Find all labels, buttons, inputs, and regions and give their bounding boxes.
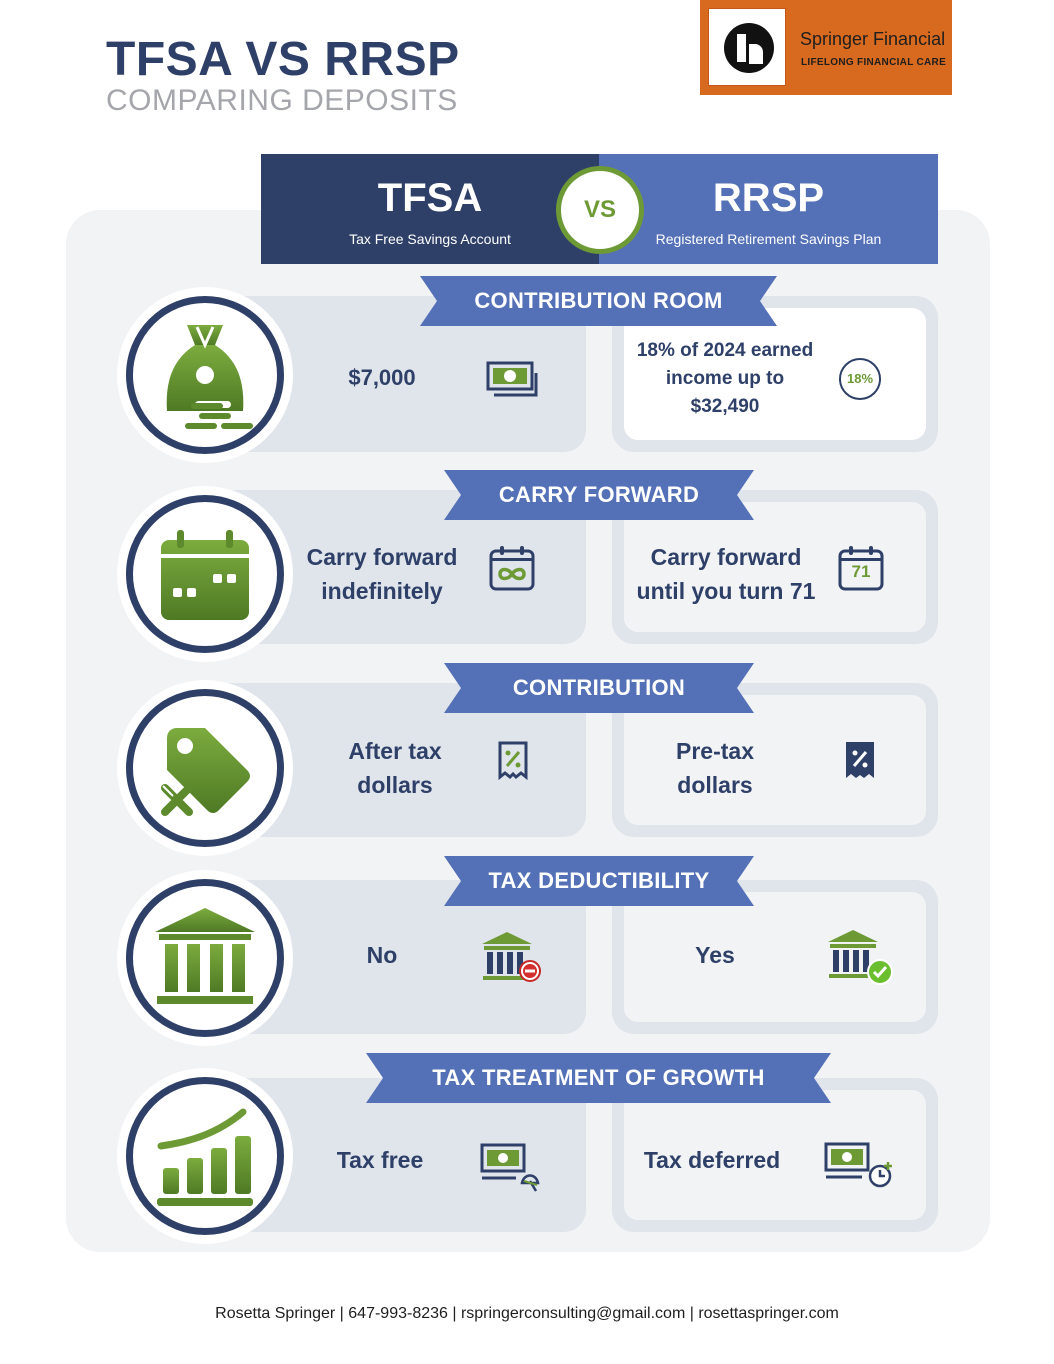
- rrsp-contribution-value: Pre-tax dollars: [676, 738, 754, 798]
- cash-clock-icon: [824, 1142, 892, 1188]
- row-icon-circle: [117, 486, 293, 662]
- banner-label: CONTRIBUTION: [512, 675, 686, 700]
- banner-label: TAX TREATMENT OF GROWTH: [432, 1065, 765, 1090]
- calendar-71-label: 71: [851, 562, 871, 581]
- tfsa-title: TFSA: [377, 176, 483, 220]
- calendar-icon: [161, 530, 249, 620]
- cash-umbrella-icon: [480, 1143, 540, 1192]
- row-icon-circle: [117, 287, 293, 463]
- banner-contribution: CONTRIBUTION: [444, 663, 754, 713]
- tfsa-tax-deductibility-value: No: [366, 942, 398, 968]
- tfsa-carry-forward-value: Carry forward indefinitely: [306, 544, 458, 604]
- infinity-calendar-icon: [489, 546, 535, 591]
- bank-check-icon: [828, 930, 893, 985]
- row-icon-circle: [117, 870, 293, 1046]
- banner-label: CONTRIBUTION ROOM: [474, 288, 723, 313]
- tax-tag-icon: [161, 728, 250, 816]
- calendar-71-icon: 71: [838, 544, 884, 592]
- rrsp-card-contribution: [612, 683, 938, 837]
- tfsa-header: TFSA Tax Free Savings Account: [261, 154, 599, 264]
- tfsa-contribution-value: After tax dollars: [348, 738, 442, 798]
- banner-tax-deductibility: TAX DEDUCTIBILITY: [444, 856, 754, 906]
- rrsp-contribution-room-value: 18% of 2024 earned income up to $32,490: [636, 340, 814, 417]
- rrsp-card-tax-growth: [612, 1078, 938, 1232]
- row-icon-circle: [117, 680, 293, 856]
- tfsa-contribution-room-value: $7,000: [348, 365, 416, 390]
- row-icon-circle: [117, 1068, 293, 1244]
- banner-tax-treatment-of-growth: TAX TREATMENT OF GROWTH: [366, 1053, 831, 1103]
- rrsp-carry-forward-value: Carry forward until you turn 71: [636, 544, 816, 604]
- bank-minus-icon: [482, 932, 541, 982]
- tfsa-subtitle: Tax Free Savings Account: [349, 231, 511, 247]
- contact-footer: Rosetta Springer | 647-993-8236 | rsprin…: [215, 1305, 839, 1322]
- percent-badge-icon: 18%: [839, 358, 881, 400]
- logo-name: Springer Financial: [800, 29, 946, 49]
- page-subtitle: COMPARING DEPOSITS: [106, 84, 458, 117]
- banner-carry-forward: CARRY FORWARD: [444, 470, 754, 520]
- springer-logo: Springer Financial LIFELONG FINANCIAL CA…: [700, 0, 952, 95]
- banner-label: TAX DEDUCTIBILITY: [488, 868, 710, 893]
- bank-icon: [155, 908, 255, 1004]
- logo-badge: [708, 8, 786, 86]
- money-bag-icon: [166, 325, 253, 429]
- rrsp-subtitle: Registered Retirement Savings Plan: [655, 231, 882, 247]
- cash-stack-icon: [486, 361, 538, 397]
- rrsp-header: RRSP Registered Retirement Savings Plan: [599, 154, 938, 264]
- banner-label: CARRY FORWARD: [498, 482, 700, 507]
- banner-contribution-room: CONTRIBUTION ROOM: [420, 276, 777, 326]
- logo-tagline: LIFELONG FINANCIAL CARE: [801, 57, 947, 68]
- tfsa-tax-growth-value: Tax free: [336, 1147, 424, 1173]
- vs-badge: VS: [556, 166, 644, 254]
- logo-mark-icon: [724, 23, 774, 73]
- growth-chart-icon: [157, 1108, 253, 1206]
- rrsp-tax-deductibility-value: Yes: [695, 942, 735, 968]
- receipt-percent-outline-icon: [498, 741, 528, 780]
- receipt-percent-filled-icon: [846, 742, 874, 778]
- rrsp-tax-growth-value: Tax deferred: [643, 1147, 781, 1173]
- page-title: TFSA VS RRSP: [106, 33, 460, 86]
- rrsp-title: RRSP: [712, 176, 825, 220]
